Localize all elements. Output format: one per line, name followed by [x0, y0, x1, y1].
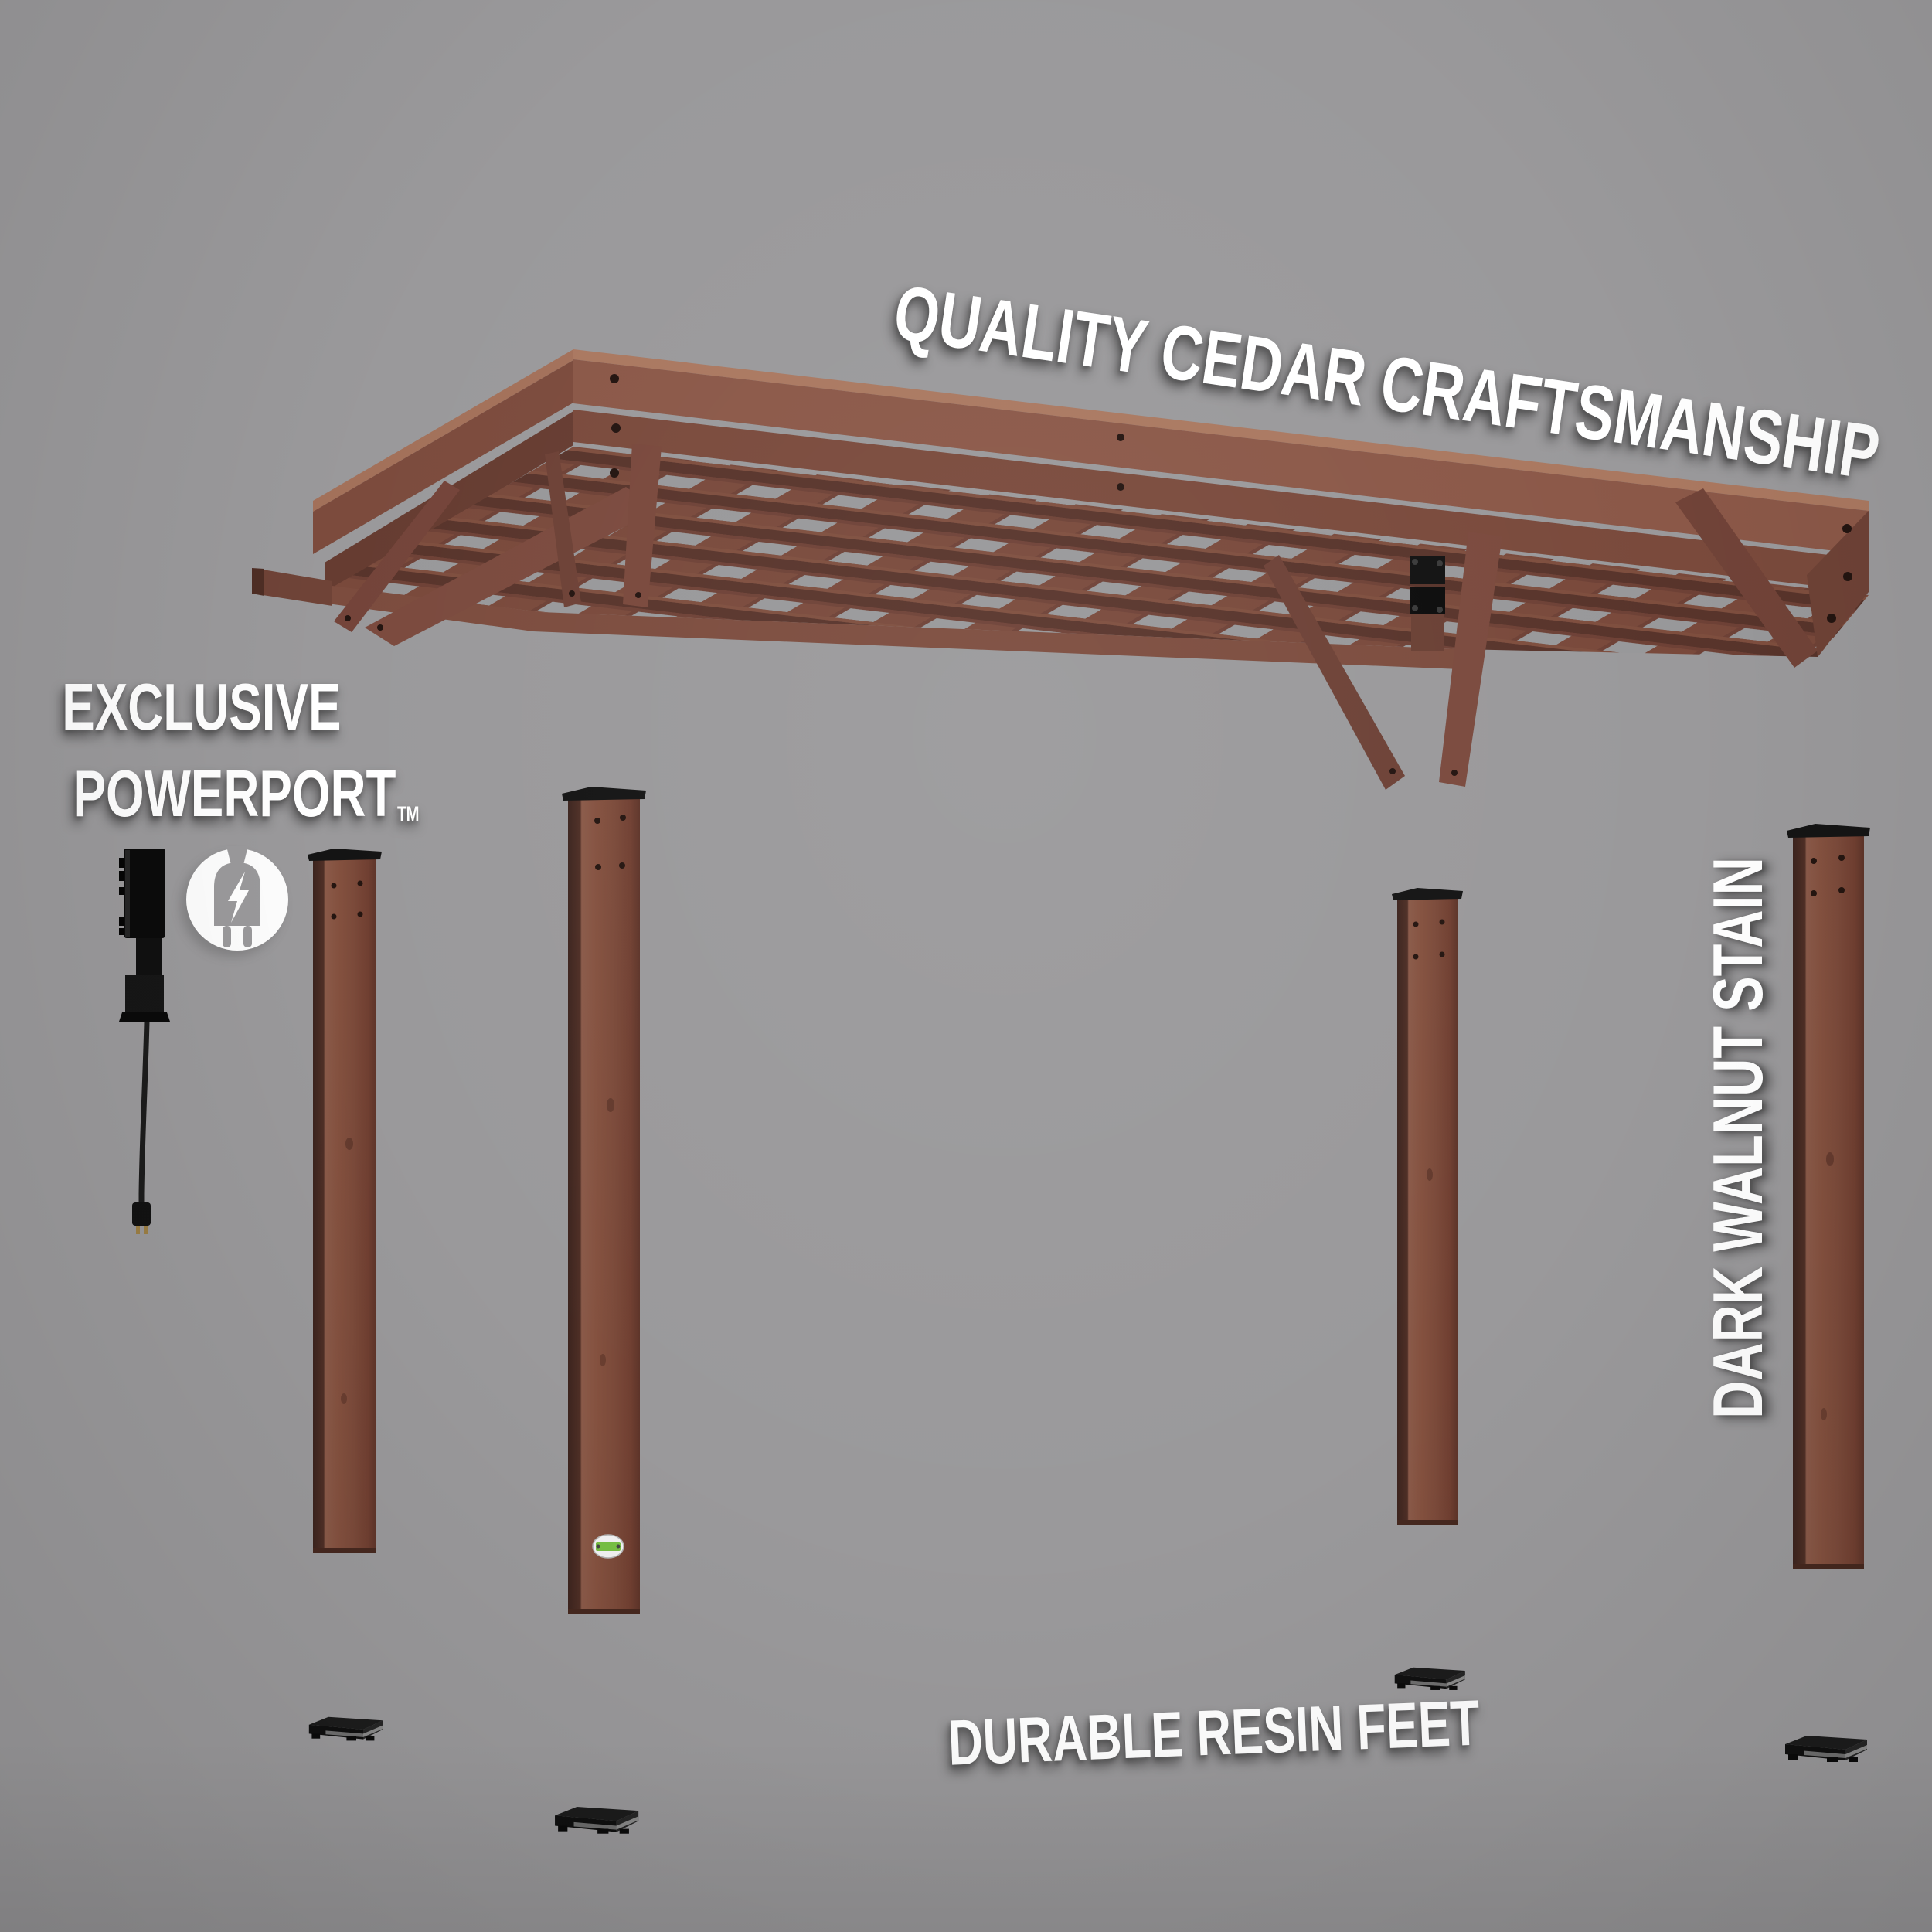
roof-beam-stub	[1411, 611, 1444, 651]
stain-annotation-text: DARK WALNUT STAIN	[1699, 857, 1777, 1419]
fascia-screws	[345, 374, 1852, 776]
powerport-line1: EXCLUSIVE	[62, 671, 342, 744]
wood-post-4	[1787, 824, 1870, 1569]
roof-left-fascia	[313, 360, 573, 554]
roof-beam-left-end	[263, 570, 332, 606]
post-cap	[1392, 888, 1463, 900]
roof-left-top-edge	[313, 349, 573, 512]
lightning-bolt	[228, 872, 249, 923]
wood-post-2	[562, 787, 646, 1614]
roof-back-top-edge	[573, 349, 1869, 511]
resin-foot-4	[1785, 1736, 1867, 1762]
support-brace	[623, 444, 662, 607]
power-cable	[138, 1021, 150, 1204]
powerport-annotation: EXCLUSIVE POWERPORTTM	[15, 665, 419, 838]
wood-posts	[308, 787, 1870, 1614]
roof-front-fascia	[573, 359, 1869, 555]
wood-post-1	[308, 849, 382, 1553]
trademark-symbol: TM	[396, 802, 419, 826]
roof-support-braces	[334, 444, 1818, 790]
power-plug	[132, 1202, 151, 1234]
support-brace	[545, 451, 581, 607]
powerport-device	[119, 849, 170, 1234]
roof-beam-left-end-cap	[252, 568, 264, 596]
post-cap	[308, 849, 382, 861]
metal-bracket	[1410, 556, 1445, 614]
support-brace	[365, 487, 657, 646]
pergola-roof-panel	[252, 349, 1869, 790]
plug-lightning-icon	[181, 846, 288, 957]
support-brace	[334, 481, 460, 632]
roof-bottom-beam	[328, 586, 1461, 669]
stain-annotation: DARK WALNUT STAIN	[1699, 857, 1777, 1512]
resin-foot-1	[308, 1716, 383, 1741]
brand-badge	[592, 1534, 624, 1559]
post-cap	[1787, 824, 1870, 838]
wood-post-3	[1392, 888, 1463, 1525]
support-brace	[1675, 488, 1818, 668]
roof-right-end	[1807, 511, 1869, 657]
support-brace	[1439, 532, 1502, 787]
post-cap	[562, 787, 646, 801]
resin-foot-2	[555, 1807, 639, 1834]
powerport-line2: POWERPORTTM	[73, 757, 420, 832]
roof-front-inner-band	[573, 410, 1869, 592]
support-brace	[1264, 555, 1405, 790]
